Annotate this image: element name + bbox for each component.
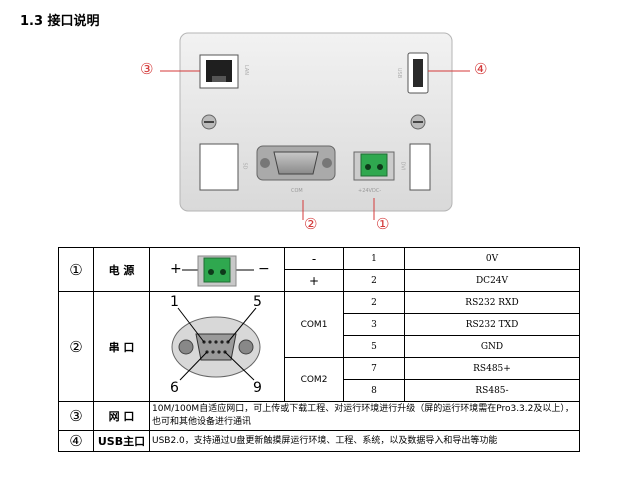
- table-row: ④ USB主口 USB2.0，支持通过U盘更新触摸屏运行环境、工程、系统，以及数…: [58, 430, 580, 452]
- pin-cell: 5: [343, 335, 405, 358]
- row-label: 串 口: [93, 291, 150, 402]
- left-slot: [199, 143, 239, 191]
- pin-cell: 8: [343, 379, 405, 402]
- com-label: COM: [291, 188, 303, 194]
- minus-sign: −: [258, 260, 270, 277]
- plus-sign: +: [170, 260, 182, 277]
- table-row: ③ 网 口 10M/100M自适应网口，可上传或下载工程、对运行环境进行升级（屏…: [58, 401, 580, 431]
- pin-cell: 2: [343, 269, 405, 292]
- pin-cell: 1: [343, 247, 405, 270]
- group-cell: COM1: [284, 291, 344, 358]
- callout-3: ③: [140, 60, 154, 78]
- row-number: ④: [58, 430, 94, 452]
- row-number: ③: [58, 401, 94, 431]
- pin6-label: 6: [170, 380, 179, 396]
- device-diagram: ③ ④ ② ① LAN USB SD DVI COM +24VDC-: [140, 32, 488, 233]
- pin9-label: 9: [253, 380, 262, 396]
- signal-cell: GND: [404, 335, 580, 358]
- right-slot: [409, 143, 431, 191]
- callout-4: ④: [474, 60, 488, 78]
- power-label: +24VDC-: [358, 188, 382, 194]
- lan-port: [199, 54, 239, 89]
- network-description: 10M/100M自适应网口，可上传或下载工程、对运行环境进行升级（屏的运行环境需…: [149, 401, 580, 431]
- table-row: 3 RS232 TXD: [59, 313, 580, 336]
- signal-cell: RS232 RXD: [404, 291, 580, 314]
- signal-cell: DC24V: [404, 269, 580, 292]
- table-row: ② 串 口 1 5: [58, 291, 580, 402]
- db9-connector: [256, 145, 336, 181]
- screw-icon: [410, 114, 426, 130]
- table-row: COM2 7 RS485+: [59, 357, 580, 402]
- row-number: ②: [58, 291, 94, 402]
- table-row: 8 RS485-: [59, 379, 580, 402]
- signal-cell: RS485+: [404, 357, 580, 380]
- polarity-cell: -: [284, 247, 344, 270]
- dvi-label: DVI: [399, 161, 406, 171]
- signal-cell: RS232 TXD: [404, 313, 580, 336]
- screw-icon: [201, 114, 217, 130]
- interface-table: ① 电 源 + − - 1 0V + 2 DC24V ② 串 口: [58, 247, 580, 452]
- pin-cell: 7: [343, 357, 405, 380]
- db9-picture: 1 5 6 9: [149, 291, 285, 402]
- group-cell: COM2: [284, 357, 344, 402]
- pin5-label: 5: [253, 294, 262, 310]
- row-label: 网 口: [93, 401, 150, 431]
- pin1-label: 1: [170, 294, 179, 310]
- pin-cell: 3: [343, 313, 405, 336]
- callout-1: ①: [376, 215, 390, 233]
- row-number: ①: [58, 247, 94, 292]
- table-row: ① 电 源 + − - 1 0V: [58, 247, 580, 292]
- usb-label: USB: [396, 67, 403, 79]
- power-picture: + −: [149, 247, 285, 292]
- sd-label: SD: [241, 162, 248, 170]
- pin-cell: 2: [343, 291, 405, 314]
- signal-cell: RS485-: [404, 379, 580, 402]
- usb-port: [407, 52, 429, 94]
- polarity-cell: +: [284, 269, 344, 292]
- power-terminal: [353, 151, 395, 181]
- row-label: 电 源: [93, 247, 150, 292]
- section-heading: 1.3 接口说明: [20, 14, 100, 29]
- signal-cell: 0V: [404, 247, 580, 270]
- row-label: USB主口: [93, 430, 150, 452]
- callout-2: ②: [304, 215, 318, 233]
- lan-label: LAN: [243, 64, 250, 76]
- usb-description: USB2.0，支持通过U盘更新触摸屏运行环境、工程、系统，以及数据导入和导出等功…: [149, 430, 580, 452]
